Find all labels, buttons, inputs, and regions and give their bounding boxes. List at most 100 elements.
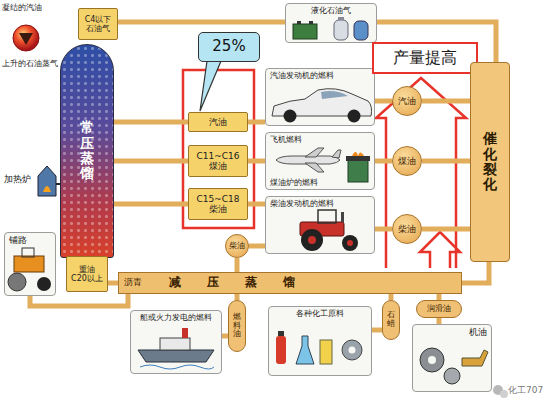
pipe [422, 159, 470, 164]
node-text: 重油 C20以上 [69, 265, 105, 283]
node-text: 煤油 [398, 156, 416, 166]
fraction-frame [183, 70, 254, 228]
chemicals-art [276, 336, 286, 364]
chemicals-art [296, 336, 314, 364]
plane-stove-art [352, 152, 364, 156]
product-pill: 润滑油 [416, 300, 462, 318]
pipe-label: 沥青 [124, 277, 142, 287]
node-text: 产量提高 [393, 49, 457, 67]
node-text: 催化裂化 [483, 131, 497, 193]
tractor-art [347, 240, 353, 246]
pipe [248, 120, 265, 125]
pipe [375, 159, 392, 164]
yield-arrow [376, 78, 466, 268]
fraction-box: 汽油 [188, 112, 248, 132]
product-panel: 飞机燃料煤油炉的燃料 [265, 132, 375, 190]
ship-art [160, 338, 190, 350]
node-text: 润滑油 [427, 304, 451, 313]
plane-stove-art [305, 148, 324, 157]
node-text: 柴油 [398, 224, 416, 234]
watermark: 化工707 [508, 385, 543, 395]
chemicals-art [278, 331, 284, 336]
product-panel: 柴油发动机的燃料 [265, 196, 375, 254]
chemicals-art [342, 340, 362, 360]
plane-stove-art [348, 160, 368, 182]
pipe [372, 328, 382, 333]
chemicals-art [349, 347, 356, 354]
pipe [108, 281, 118, 286]
node-text: 液化石油气 [311, 6, 351, 15]
tractor-art [265, 196, 375, 254]
percent-callout: 25% [198, 32, 260, 62]
lpg-art [297, 21, 301, 24]
condensing-drop-icon [19, 33, 33, 45]
node-text: 铺路 [9, 235, 27, 245]
lpg-art [285, 3, 377, 43]
node-text: 机油 [469, 327, 487, 337]
roller-art [8, 273, 26, 291]
node-text: 汽油 [398, 96, 416, 106]
chemicals-art [268, 306, 372, 376]
node-text: 飞机燃料 [270, 135, 302, 144]
machine-oil-art [428, 356, 436, 364]
fraction-box: C11~C16 煤油 [188, 145, 248, 177]
ship-art [140, 365, 214, 369]
heavy-oil-box: 重油 C20以上 [66, 256, 108, 292]
pipe [248, 202, 265, 207]
product-pill: 石蜡 [382, 300, 400, 340]
lpg-art [334, 20, 348, 40]
car-art [265, 68, 375, 126]
ship-art [130, 310, 222, 374]
node-text: 常压蒸馏 [80, 120, 94, 182]
ship-art [138, 350, 214, 362]
furnace-icon [38, 166, 60, 196]
car-art [321, 91, 348, 99]
fraction-box: C15~C18 柴油 [188, 188, 248, 220]
product-panel: 机油 [412, 324, 492, 392]
pipe [118, 20, 285, 25]
product-circle: 煤油 [392, 146, 422, 176]
pipe [114, 120, 188, 125]
product-panel: 各种化工原料 [268, 306, 372, 376]
ship-art [130, 310, 222, 374]
car-art [265, 68, 375, 126]
node-text: 柴油发动机的燃料 [270, 199, 334, 208]
plane-stove-art [265, 132, 375, 190]
lpg-art [293, 24, 317, 39]
condensing-drop-icon [13, 25, 39, 51]
yield-arrow [420, 232, 460, 268]
part-label: 上升的石油蒸气 [2, 59, 58, 68]
plane-stove-art [265, 132, 375, 190]
pipe [114, 202, 188, 207]
product-panel: 汽油发动机的燃料 [265, 68, 375, 126]
node-text: 减压蒸馏 [169, 276, 321, 290]
callout-tail [200, 61, 221, 111]
product-circle: 汽油 [392, 86, 422, 116]
product-pill: 燃料油 [228, 300, 246, 352]
node-text: 煤油炉的燃料 [270, 178, 318, 187]
yield-arrow [376, 78, 466, 268]
lpg-art [285, 3, 377, 43]
tractor-art [308, 236, 316, 244]
roller-art [22, 248, 34, 257]
condensing-drop-icon [13, 25, 39, 51]
node-text: C15~C18 柴油 [191, 194, 245, 215]
furnace-icon [43, 186, 51, 192]
product-panel: 液化石油气 [285, 3, 377, 43]
ship-art [182, 328, 188, 338]
roller-art [4, 232, 56, 296]
fraction-frame [183, 70, 254, 228]
watermark-icon [500, 390, 508, 398]
node-text: 柴油 [229, 241, 245, 250]
product-circle: 柴油 [392, 214, 422, 244]
pipe [375, 227, 392, 232]
yield-box: 产量提高 [372, 42, 478, 74]
vacuum-distillation-band: 减压蒸馏 [118, 272, 462, 294]
pipe [114, 159, 188, 164]
tractor-art [341, 212, 344, 222]
product-circle: 柴油 [225, 234, 249, 258]
machine-oil-art [420, 348, 444, 372]
plane-stove-art [305, 163, 324, 172]
